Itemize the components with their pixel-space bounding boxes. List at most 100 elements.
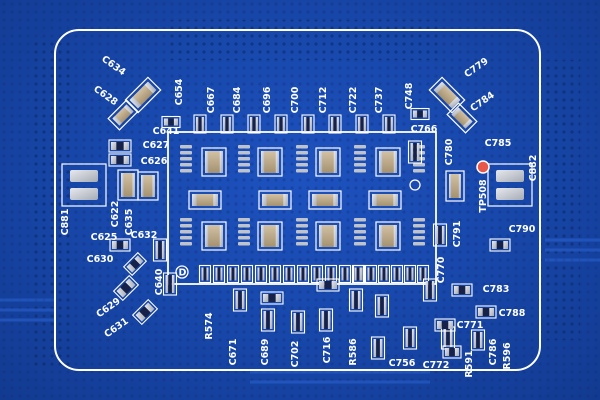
capacitor-c772 (442, 345, 462, 359)
capacitor-top-row (355, 114, 369, 134)
inductor (238, 145, 250, 173)
capacitor-mid (188, 190, 222, 210)
label-c625: C625 (91, 232, 118, 243)
capacitor-c634 (124, 76, 162, 114)
capacitor-c779 (428, 76, 466, 114)
capacitor-large (315, 221, 341, 251)
via-field-top (170, 20, 440, 60)
resistor-bottom-row (377, 264, 391, 284)
capacitor-lower (318, 308, 334, 332)
via-field-left (30, 40, 70, 370)
label-c780: C780 (444, 138, 455, 165)
label-c626: C626 (141, 156, 168, 167)
label-c640: C640 (154, 268, 165, 295)
label-c770: C770 (436, 256, 447, 283)
capacitor-c786 (470, 329, 486, 351)
label-c654: C654 (174, 78, 185, 105)
capacitor-lower (260, 308, 276, 332)
capacitor-top-row (328, 114, 342, 134)
fiducial-c (409, 179, 421, 191)
capacitor-large (201, 147, 227, 177)
capacitor-c785 (445, 170, 465, 202)
capacitor-top-row (220, 114, 234, 134)
resistor-bottom-row (390, 264, 404, 284)
label-c788: C788 (499, 308, 526, 319)
label-c667: C667 (206, 87, 217, 114)
capacitor-lower-h (260, 291, 284, 305)
capacitor-c631 (131, 298, 159, 326)
connector-c881 (61, 163, 107, 207)
label-c702: C702 (290, 341, 301, 368)
label-c632: C632 (131, 230, 158, 241)
components (61, 76, 533, 360)
inductor (296, 145, 308, 173)
capacitor-c626 (108, 153, 132, 167)
capacitor-top-row (274, 114, 288, 134)
label-c630: C630 (87, 254, 114, 265)
capacitor-c780 (407, 140, 423, 164)
capacitor-c788 (475, 305, 497, 319)
capacitor-c635 (137, 171, 159, 201)
resistor-bottom-row (198, 264, 212, 284)
fiducial-marker (175, 265, 189, 279)
label-c627: C627 (143, 140, 170, 151)
capacitor-mid (258, 190, 292, 210)
label-c722: C722 (348, 87, 359, 114)
inductor (180, 145, 192, 173)
label-c635: C635 (124, 209, 135, 236)
capacitor-top-row (301, 114, 315, 134)
capacitor-c629 (112, 274, 140, 302)
capacitor-c622 (117, 169, 139, 201)
label-c791: C791 (452, 221, 463, 248)
capacitor-c641 (161, 115, 181, 129)
inductor (354, 218, 366, 246)
capacitor-mid (368, 190, 402, 210)
capacitor-lower (232, 288, 248, 312)
label-c766: C766 (411, 124, 438, 135)
test-point-tp508 (476, 160, 490, 174)
resistor-bottom-row (351, 264, 365, 284)
capacitor-lower (370, 336, 386, 360)
label-c790: C790 (509, 224, 536, 235)
inductor (354, 145, 366, 173)
label-r574: R574 (204, 312, 215, 340)
label-c882: C882 (528, 155, 539, 182)
capacitor-mid (308, 190, 342, 210)
resistor-bottom-row (254, 264, 268, 284)
traces (0, 238, 600, 384)
label-tp508: TP508 (478, 179, 489, 213)
capacitor-c783 (451, 283, 473, 297)
capacitor-large (257, 221, 283, 251)
silkscreen-outline (54, 29, 541, 371)
inductor (238, 218, 250, 246)
capacitor-c625 (109, 238, 131, 252)
label-c748: C748 (404, 82, 415, 109)
label-c737: C737 (374, 87, 385, 114)
fiducial-d: D (179, 268, 187, 279)
label-c771: C771 (457, 320, 484, 331)
label-c641: C641 (153, 126, 180, 137)
capacitor-c628 (107, 99, 139, 131)
capacitor-c771 (434, 318, 456, 332)
capacitor-lower (348, 288, 364, 312)
label-c700: C700 (290, 86, 301, 113)
via-field-right (540, 60, 580, 340)
label-c696: C696 (262, 86, 273, 113)
capacitor-c790 (489, 238, 511, 252)
resistor-bottom-row (282, 264, 296, 284)
capacitor-large (257, 147, 283, 177)
label-c712: C712 (318, 87, 329, 114)
capacitor-large (375, 221, 401, 251)
label-c622: C622 (110, 201, 121, 228)
label-c689: C689 (260, 339, 271, 366)
label-c716: C716 (322, 336, 333, 363)
label-c772: C772 (423, 360, 450, 371)
resistor-bottom-row (403, 264, 417, 284)
resistor-bottom-row (364, 264, 378, 284)
resistor-bottom-row (338, 264, 352, 284)
label-r591: R591 (464, 350, 475, 377)
capacitor-c630 (122, 251, 148, 277)
capacitor-top-row (193, 114, 207, 134)
capacitor-large (375, 147, 401, 177)
capacitor-lower (402, 326, 418, 350)
